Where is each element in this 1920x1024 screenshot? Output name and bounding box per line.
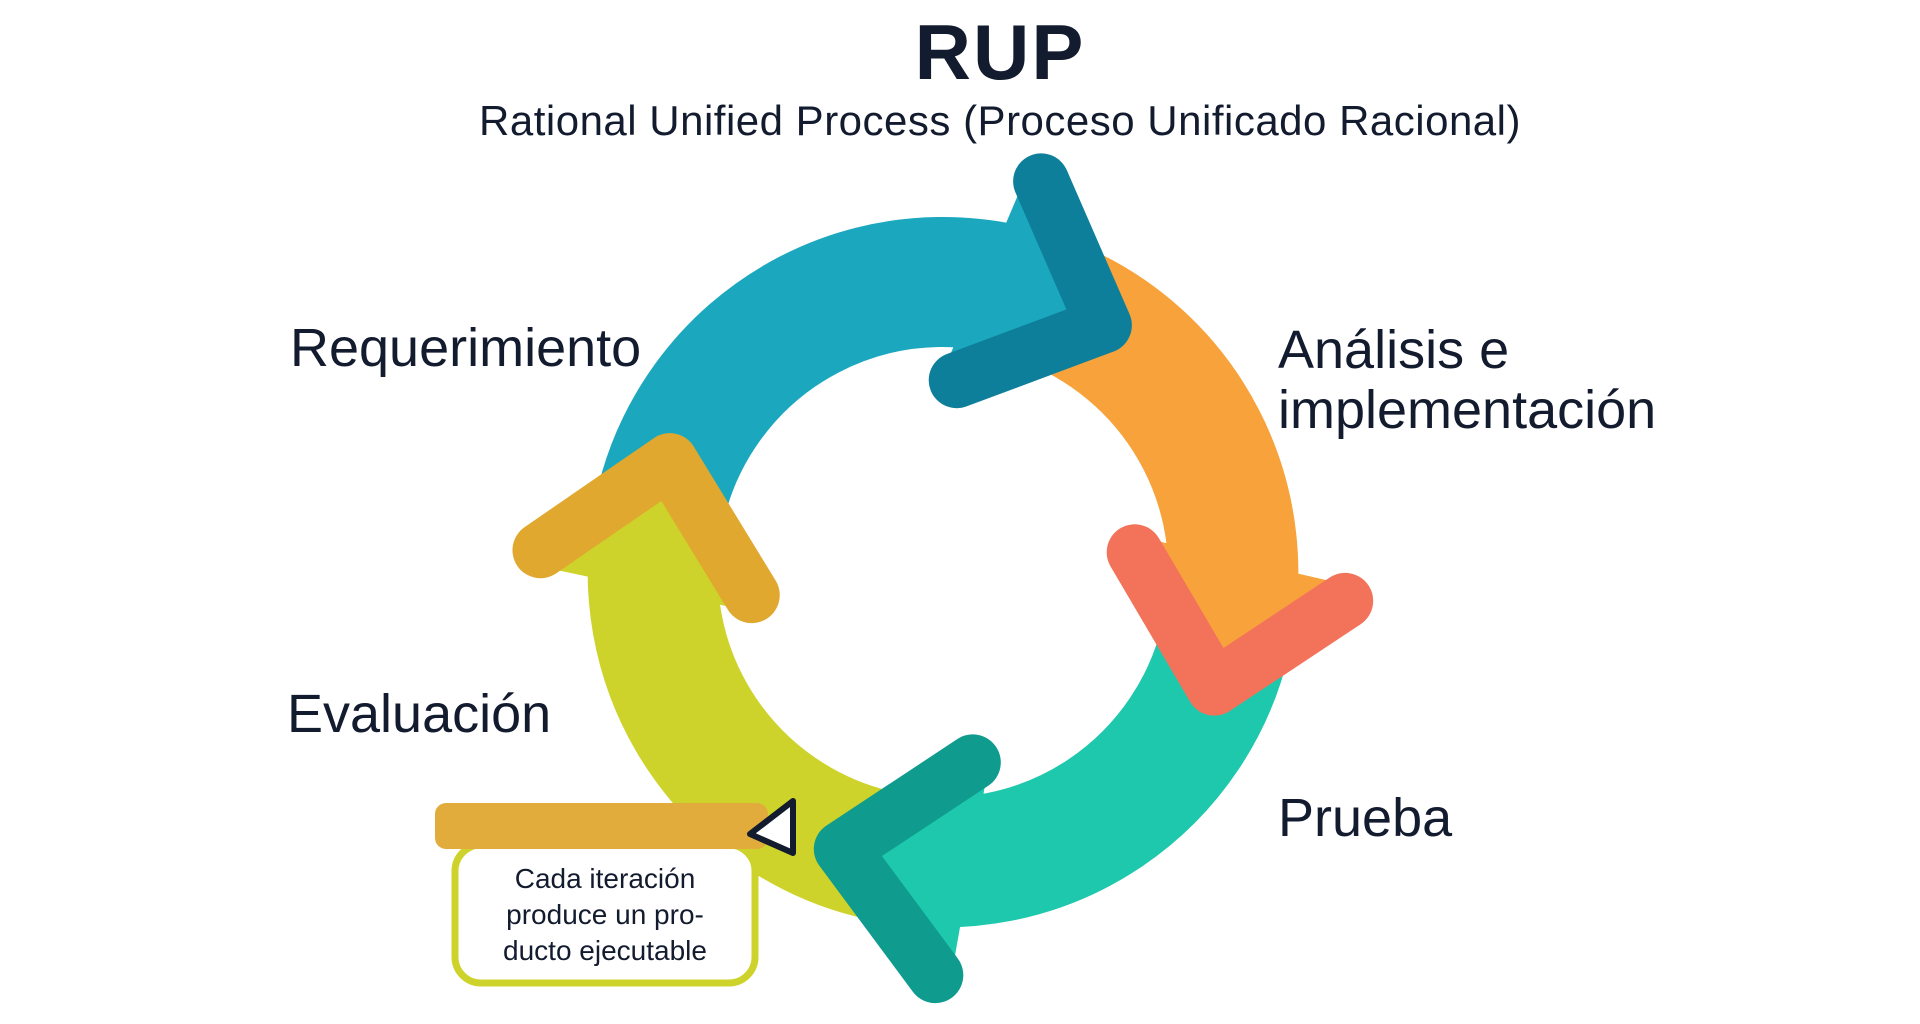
evaluacion-arrow-icon (512, 433, 780, 624)
callout-pointer-icon (747, 798, 796, 856)
page-title: RUP (914, 8, 1086, 96)
prueba-arrow-icon (813, 734, 1001, 1004)
phase-label-analisis-line2: implementación (1278, 380, 1657, 441)
phase-label-requerimiento: Requerimiento (290, 318, 642, 378)
phase-label-prueba: Prueba (1278, 788, 1453, 848)
page-subtitle: Rational Unified Process (Proceso Unific… (479, 97, 1521, 144)
callout-header-bar (435, 803, 768, 849)
arc-tip-evaluacion (533, 465, 753, 612)
phase-label-analisis-line1: Análisis e (1278, 320, 1510, 380)
requerimiento-arrow-icon (928, 153, 1132, 409)
arc-tip-prueba (845, 761, 990, 982)
analisis-arrow-icon (1106, 524, 1374, 716)
phase-label-analisis: Análisis e implementación (1278, 320, 1656, 441)
callout-text-line: Cada iteración (515, 863, 696, 894)
callout-text-line: produce un pro- (506, 899, 704, 930)
phase-label-evaluacion: Evaluación (287, 684, 552, 744)
arc-tip-analisis (1134, 535, 1353, 684)
callout: Cada iteración produce un pro- ducto eje… (435, 798, 796, 987)
callout-text-line: ducto ejecutable (503, 935, 707, 966)
